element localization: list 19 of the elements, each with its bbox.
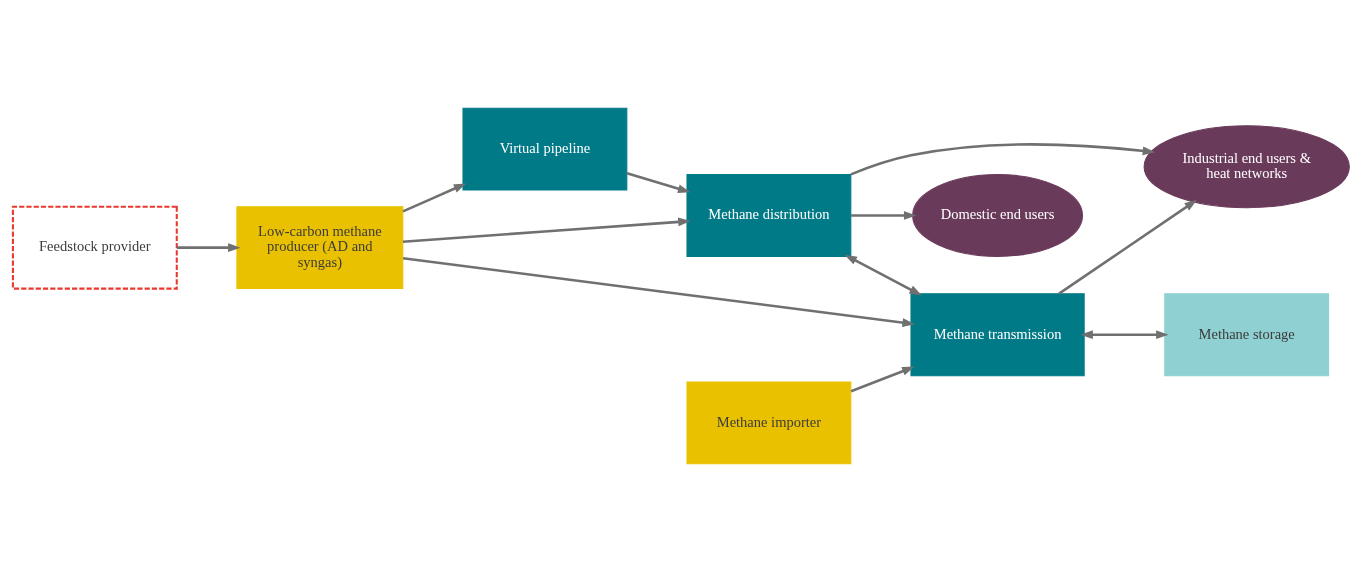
node-box: Virtual pipeline xyxy=(462,107,628,191)
arrow xyxy=(850,142,1156,176)
node-box: Methane distribution xyxy=(686,173,852,257)
arrow xyxy=(402,217,691,243)
arrow xyxy=(851,210,917,220)
node-box: Low-carbon methane producer (AD and syngas) xyxy=(236,205,404,289)
arrow xyxy=(402,256,915,327)
arrow xyxy=(1080,329,1169,339)
arrow xyxy=(626,171,691,193)
node-box: Methane transmission xyxy=(910,292,1085,376)
node-box: Methane storage xyxy=(1164,292,1330,376)
arrow xyxy=(844,254,922,295)
arrow xyxy=(402,182,467,213)
arrow xyxy=(177,242,241,252)
node-box: Methane importer xyxy=(686,380,852,464)
node-box: Feedstock provider xyxy=(11,205,178,290)
arrow xyxy=(850,366,915,392)
arrow xyxy=(1058,199,1198,295)
node-ellipse: Domestic end users xyxy=(912,173,1084,257)
